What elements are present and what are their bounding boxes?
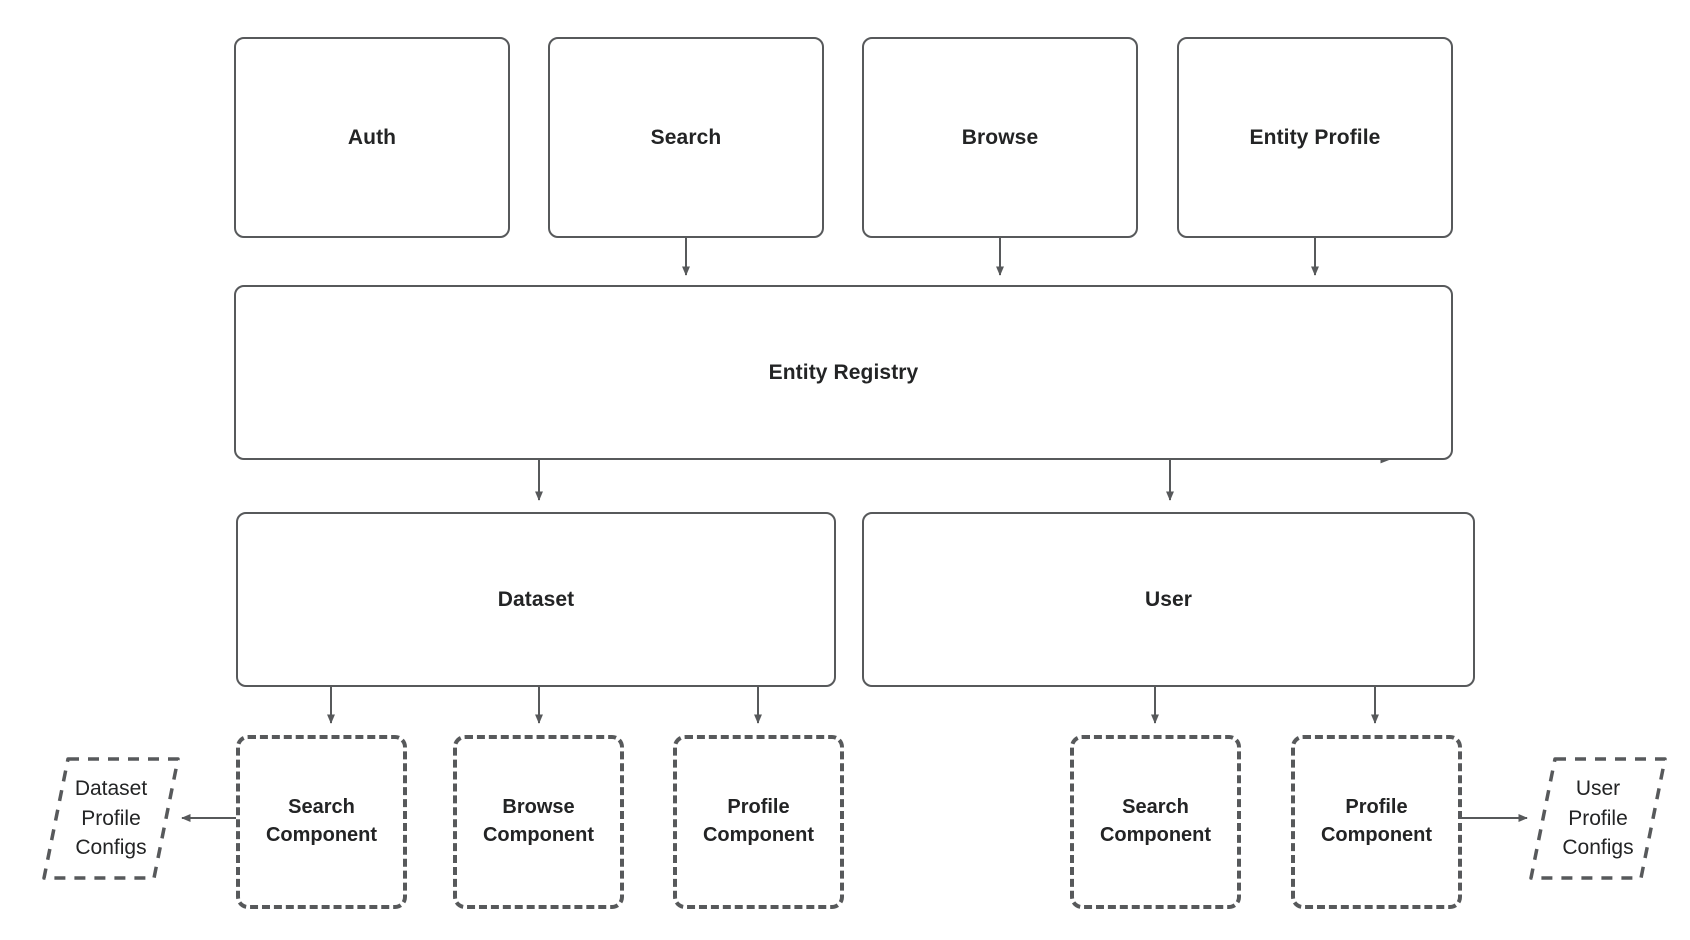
- node-dataset[interactable]: Dataset: [236, 512, 836, 687]
- node-dataset-label: Dataset: [497, 587, 575, 611]
- dataset-browse-component-line2: Component: [482, 824, 595, 846]
- node-user-profile-component[interactable]: Profile Component: [1291, 735, 1462, 909]
- user-profile-configs-line2: Profile: [1568, 806, 1628, 830]
- dataset-search-component-line2: Component: [265, 824, 378, 846]
- node-browse-label: Browse: [961, 125, 1039, 149]
- node-search-label: Search: [650, 125, 722, 149]
- node-entity-profile[interactable]: Entity Profile: [1177, 37, 1453, 238]
- node-user[interactable]: User: [862, 512, 1475, 687]
- user-profile-configs-line1: User: [1575, 776, 1621, 800]
- user-profile-configs-line3: Configs: [1562, 836, 1634, 860]
- node-user-profile-configs[interactable]: User Profile Configs: [1527, 755, 1669, 882]
- dataset-profile-configs-line1: Dataset: [74, 776, 148, 800]
- dataset-browse-component-line1: Browse: [502, 796, 575, 819]
- dataset-profile-configs-line2: Profile: [81, 806, 141, 830]
- dataset-profile-configs-label: Dataset Profile Configs: [40, 755, 182, 882]
- node-dataset-browse-component[interactable]: Browse Component: [453, 735, 624, 909]
- node-dataset-search-component[interactable]: Search Component: [236, 735, 407, 909]
- dataset-profile-component-line2: Component: [702, 824, 815, 846]
- node-entity-profile-label: Entity Profile: [1249, 125, 1381, 149]
- user-search-component-line1: Search: [1122, 796, 1189, 819]
- node-dataset-profile-component[interactable]: Profile Component: [673, 735, 844, 909]
- user-profile-configs-label: User Profile Configs: [1527, 755, 1669, 882]
- user-profile-component-line1: Profile: [1345, 796, 1408, 819]
- node-browse[interactable]: Browse: [862, 37, 1138, 238]
- user-profile-configs-shape: [1529, 757, 1667, 880]
- dataset-profile-configs-line3: Configs: [75, 836, 147, 860]
- node-entity-registry[interactable]: Entity Registry: [234, 285, 1453, 460]
- node-dataset-profile-configs[interactable]: Dataset Profile Configs: [40, 755, 182, 882]
- node-auth-label: Auth: [347, 125, 397, 149]
- user-search-component-line2: Component: [1099, 824, 1212, 846]
- dataset-profile-component-line1: Profile: [727, 796, 790, 819]
- dataset-search-component-line1: Search: [288, 796, 355, 819]
- user-profile-component-line2: Component: [1320, 824, 1433, 846]
- node-search[interactable]: Search: [548, 37, 824, 238]
- node-user-search-component[interactable]: Search Component: [1070, 735, 1241, 909]
- dataset-profile-configs-shape: [42, 757, 180, 880]
- node-entity-registry-label: Entity Registry: [768, 360, 919, 384]
- node-user-label: User: [1144, 587, 1193, 611]
- node-auth[interactable]: Auth: [234, 37, 510, 238]
